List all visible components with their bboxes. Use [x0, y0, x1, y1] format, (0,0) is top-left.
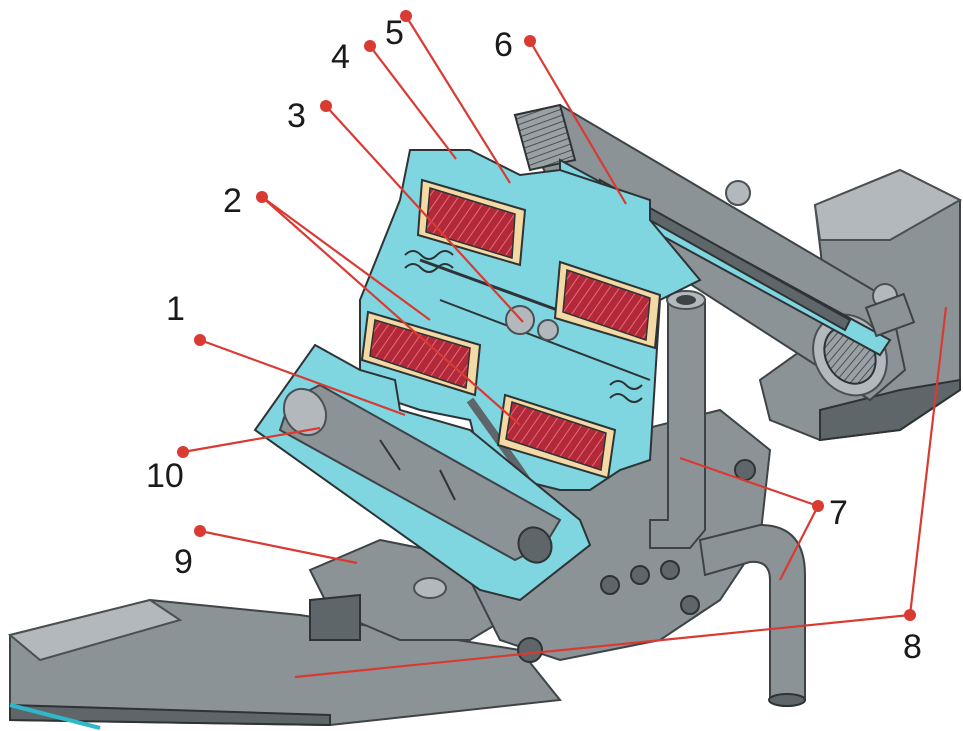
- leader-3: [325, 105, 524, 323]
- leader-4: [369, 45, 457, 160]
- coil-lower-right: [496, 393, 617, 480]
- leader-7a: [679, 456, 819, 508]
- callout-4: 4: [331, 38, 350, 76]
- dot-9: [194, 525, 206, 537]
- callout-10: 10: [146, 457, 184, 495]
- leader-10: [182, 426, 321, 454]
- dot-1: [194, 334, 206, 346]
- dot-8: [904, 609, 916, 621]
- dot-4: [364, 40, 376, 52]
- leader-2b: [261, 196, 521, 426]
- dot-2: [256, 191, 268, 203]
- dot-6: [524, 35, 536, 47]
- dot-3: [320, 100, 332, 112]
- leader-9: [199, 529, 358, 565]
- cylinder-housing: [253, 343, 592, 602]
- callout-5: 5: [385, 14, 404, 52]
- leader-8b: [294, 613, 911, 679]
- leader-8a: [908, 306, 948, 616]
- callout-7: 7: [829, 494, 848, 532]
- leader-2a: [261, 196, 431, 321]
- coil-top-right: [553, 260, 662, 350]
- dot-5: [400, 10, 412, 22]
- dot-10: [177, 446, 189, 458]
- callout-1: 1: [166, 290, 185, 328]
- pipe-lower: [698, 523, 806, 707]
- leader-5: [405, 15, 511, 184]
- callout-3: 3: [287, 97, 306, 135]
- leader-lines: [177, 10, 948, 679]
- callout-6: 6: [494, 26, 513, 64]
- callout-8: 8: [903, 628, 922, 666]
- leader-7b: [779, 505, 819, 581]
- callout-labels: 1 2 3 4 5 6 7 8 9 10: [146, 14, 922, 666]
- leader-6: [529, 40, 627, 205]
- coil-top-left: [416, 178, 527, 267]
- mounting-lever: [7, 598, 562, 730]
- leader-1: [199, 338, 406, 417]
- callout-2: 2: [223, 182, 242, 220]
- coil-lower-left: [360, 310, 482, 397]
- dot-7: [812, 500, 824, 512]
- pipe-upper: [649, 290, 706, 549]
- callout-9: 9: [174, 543, 193, 581]
